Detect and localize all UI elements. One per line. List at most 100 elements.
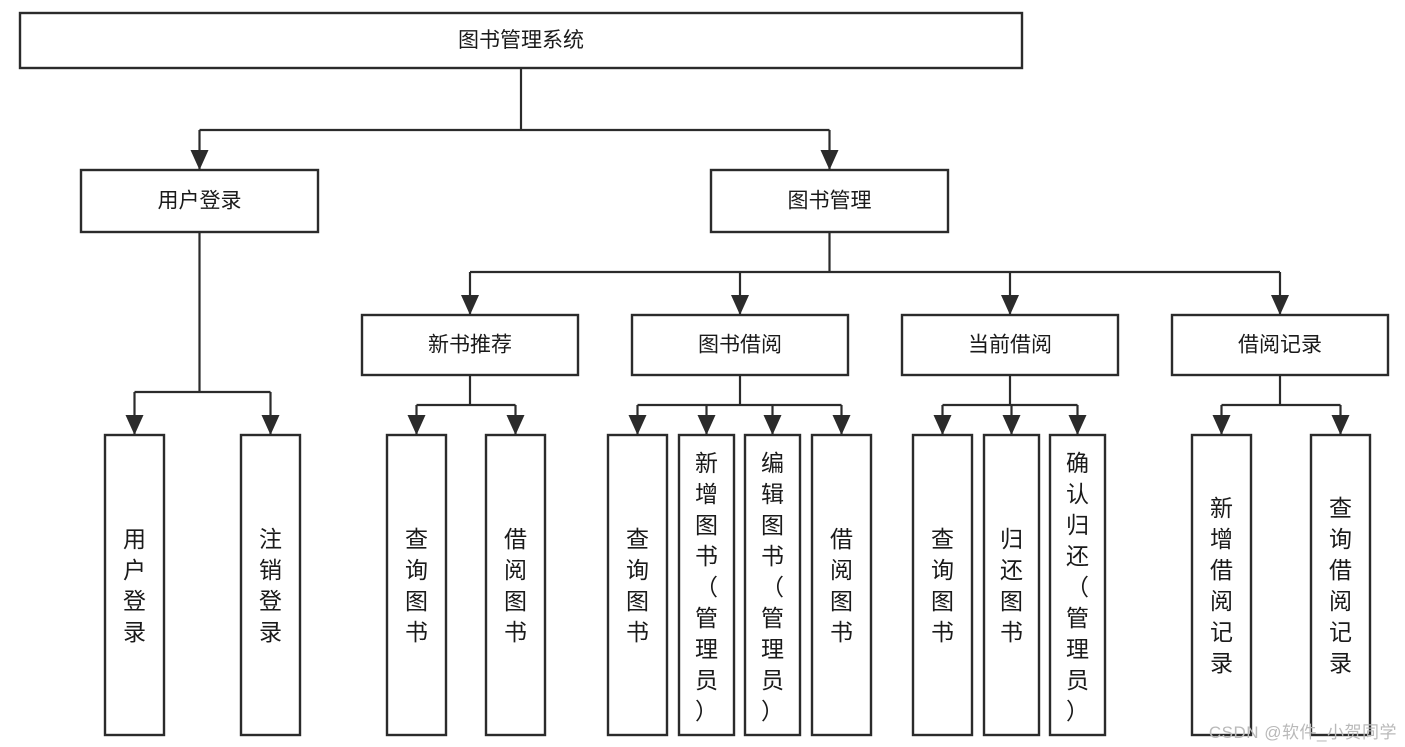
- box-label: 借阅记录: [1238, 334, 1322, 357]
- box-label-char: 员: [1066, 667, 1089, 693]
- box-label-char: 图: [1000, 588, 1023, 614]
- box-outline: [1309, 433, 1372, 737]
- box-label-char: 阅: [504, 557, 527, 583]
- box-label-char: 书: [405, 619, 428, 645]
- box-label-char: 询: [626, 557, 649, 583]
- box-label-char: 理: [695, 636, 718, 662]
- node-图书管理[interactable]: 图书管理: [709, 168, 950, 234]
- box-label-char: 录: [123, 619, 146, 645]
- box-label-char: ）: [761, 698, 784, 724]
- box-label: 用户登录: [158, 190, 242, 213]
- arrow-head: [261, 415, 280, 435]
- box-label-char: ）: [1066, 698, 1089, 724]
- box-outline: [606, 433, 669, 737]
- box-label-char: 归: [1000, 526, 1023, 552]
- box-label-char: 查: [405, 526, 428, 552]
- box-label-char: 图: [504, 588, 527, 614]
- box-label-char: 用: [123, 526, 146, 552]
- node-用户登录[interactable]: 用户登录: [103, 433, 166, 737]
- box-label-char: （: [1066, 574, 1089, 600]
- node-图书借阅[interactable]: 图书借阅: [630, 313, 850, 377]
- box-label-char: 询: [931, 557, 954, 583]
- box-label-char: 辑: [761, 481, 784, 507]
- box-label-char: 借: [1210, 557, 1233, 583]
- box-label-char: 图: [761, 512, 784, 538]
- box-outline: [1190, 433, 1253, 737]
- box-label-char: 员: [761, 667, 784, 693]
- box-outline: [1048, 433, 1107, 737]
- box-label-char: 记: [1329, 619, 1352, 645]
- arrow-head: [1271, 295, 1289, 315]
- box-label-char: 查: [1329, 495, 1352, 521]
- box-outline: [360, 313, 580, 377]
- box-label-char: 借: [830, 526, 853, 552]
- box-outline: [79, 168, 320, 234]
- box-label-char: 确: [1066, 450, 1089, 476]
- connector-edges: [125, 68, 1350, 435]
- box-outline: [1170, 313, 1390, 377]
- arrow-head: [461, 295, 479, 315]
- box-label-char: 书: [626, 619, 649, 645]
- node-用户登录[interactable]: 用户登录: [79, 168, 320, 234]
- box-label-char: 录: [1210, 650, 1233, 676]
- box-label-char: 增: [1210, 526, 1233, 552]
- box-label-char: 书: [1000, 619, 1023, 645]
- box-label-char: 登: [259, 588, 282, 614]
- box-outline: [982, 433, 1041, 737]
- arrow-head: [1068, 415, 1087, 435]
- arrow-head: [731, 295, 749, 315]
- arrow-head: [628, 415, 647, 435]
- box-label-char: 员: [695, 667, 718, 693]
- box-label-char: 图: [626, 588, 649, 614]
- box-label-char: 新: [695, 450, 718, 476]
- arrow-head: [1331, 415, 1350, 435]
- box-label-char: 书: [830, 619, 853, 645]
- box-label-char: 借: [1329, 557, 1352, 583]
- arrow-head: [1002, 415, 1021, 435]
- box-label-char: 增: [695, 481, 718, 507]
- node-当前借阅[interactable]: 当前借阅: [900, 313, 1120, 377]
- box-label-char: 户: [123, 557, 146, 583]
- box-label-char: 管: [695, 605, 718, 631]
- box-label-char: 图: [931, 588, 954, 614]
- box-label-char: 还: [1000, 557, 1023, 583]
- box-label-char: （: [695, 574, 718, 600]
- box-label-char: 注: [259, 526, 282, 552]
- arrow-head: [697, 415, 716, 435]
- box-label: 新书推荐: [428, 334, 512, 357]
- box-label-char: 录: [1329, 650, 1352, 676]
- box-label: 图书管理系统: [458, 29, 584, 52]
- box-label-char: 新: [1210, 495, 1233, 521]
- arrow-head: [506, 415, 525, 435]
- box-label-char: 阅: [830, 557, 853, 583]
- box-outline: [677, 433, 736, 737]
- node-新书推荐[interactable]: 新书推荐: [360, 313, 580, 377]
- box-label-char: 查: [931, 526, 954, 552]
- box-label-char: 理: [761, 636, 784, 662]
- box-label-char: 书: [695, 543, 718, 569]
- node-借阅记录[interactable]: 借阅记录: [1170, 313, 1390, 377]
- box-label: 图书借阅: [698, 334, 782, 357]
- box-label-char: （: [761, 574, 784, 600]
- box-label-char: 书: [504, 619, 527, 645]
- box-label-char: 借: [504, 526, 527, 552]
- box-label-char: 归: [1066, 512, 1089, 538]
- node-图书管理系统[interactable]: 图书管理系统: [18, 11, 1024, 70]
- box-label-char: 管: [1066, 605, 1089, 631]
- box-outline: [743, 433, 802, 737]
- box-label-char: 认: [1066, 481, 1089, 507]
- arrow-head: [407, 415, 426, 435]
